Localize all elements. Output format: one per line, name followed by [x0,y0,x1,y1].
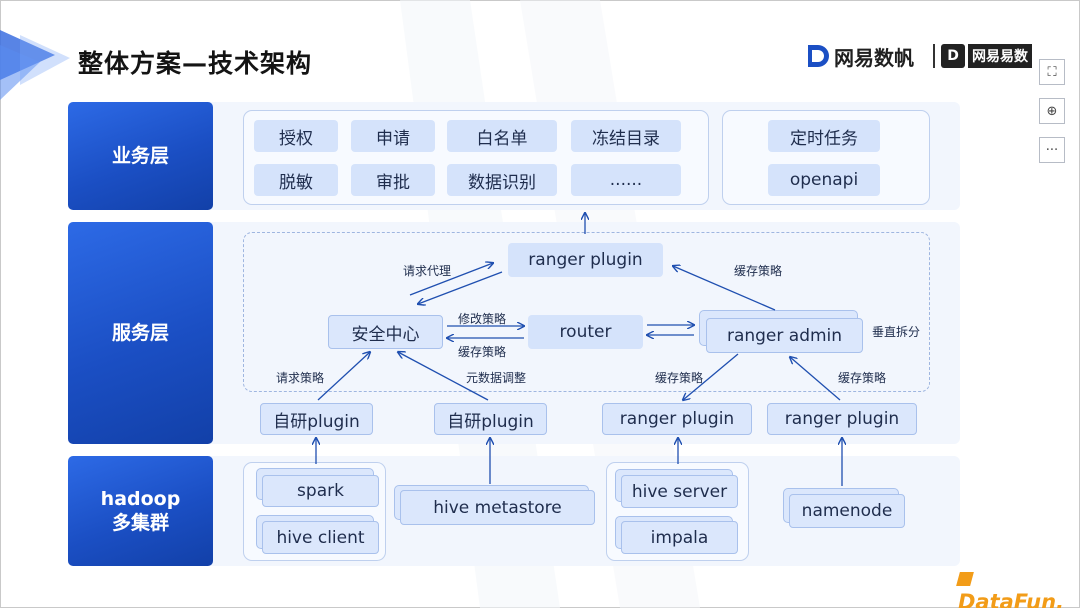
security-center: 安全中心 [328,315,443,349]
edge-label-modify-policy: 修改策略 [458,312,507,326]
business-item-more: ...... [571,164,681,196]
edge-label-cache-policy-admin: 缓存策略 [734,264,783,278]
hive-server: hive server [621,475,738,508]
hive-metastore: hive metastore [400,490,595,525]
business-item-masking: 脱敏 [254,164,338,196]
netease-yishu-logo: D 网易易数 [941,42,1032,70]
hive-client: hive client [262,521,379,554]
zoom-icon: ⊕ [1046,103,1058,119]
business-item-whitelist: 白名单 [447,120,557,152]
ranger-plugin-namenode: ranger plugin [767,403,917,435]
custom-plugin-left: 自研plugin [260,403,373,435]
router: router [528,315,643,349]
edge-label-request-proxy: 请求代理 [403,264,452,278]
business-layer-label: 业务层 [68,102,213,210]
yishu-logo-icon: D [941,44,965,68]
shufan-logo-icon [808,45,829,67]
logo-primary-text: 网易数帆 [834,45,914,70]
netease-shufan-logo: 网易数帆 [806,42,914,70]
business-item-approval: 审批 [351,164,435,196]
datafun-brand-text: DataFun. [958,590,1065,608]
business-item-apply: 申请 [351,120,435,152]
fit-view-button[interactable]: ⛶ [1039,59,1065,85]
edge-label-cache-policy-left: 缓存策略 [655,371,704,385]
edge-label-cache-policy-router: 缓存策略 [458,345,507,359]
zoom-button[interactable]: ⊕ [1039,98,1065,124]
ranger-plugin-hive-server: ranger plugin [602,403,752,435]
service-layer-label: 服务层 [68,222,213,444]
business-item-scheduled-task: 定时任务 [768,120,880,152]
page-title: 整体方案—技术架构 [78,49,313,78]
edge-label-cache-policy-right: 缓存策略 [838,371,887,385]
custom-plugin-right: 自研plugin [434,403,547,435]
logo-divider [933,44,935,68]
ranger-plugin-top: ranger plugin [508,243,663,277]
business-item-data-recognition: 数据识别 [447,164,557,196]
business-item-authorize: 授权 [254,120,338,152]
logo-secondary-text: 网易易数 [968,44,1032,68]
edge-label-request-policy: 请求策略 [276,371,325,385]
fit-view-icon: ⛶ [1047,64,1057,80]
datafun-brand: DataFun. [956,566,1080,608]
namenode: namenode [789,494,905,528]
business-item-freeze-directory: 冻结目录 [571,120,681,152]
ranger-admin: ranger admin [706,318,863,353]
datafun-logo-icon [956,572,974,586]
more-icon: ··· [1045,142,1059,158]
business-item-openapi: openapi [768,164,880,196]
spark: spark [262,475,379,507]
hadoop-label-line2: 多集群 [111,512,169,534]
hadoop-label-line1: hadoop [100,488,181,510]
service-core-group [243,232,930,392]
more-button[interactable]: ··· [1039,137,1065,163]
edge-label-vertical-split: 垂直拆分 [872,325,921,339]
impala: impala [621,521,738,554]
edge-label-metadata-adjust: 元数据调整 [466,371,527,385]
hadoop-layer-label: hadoop 多集群 [68,456,213,566]
